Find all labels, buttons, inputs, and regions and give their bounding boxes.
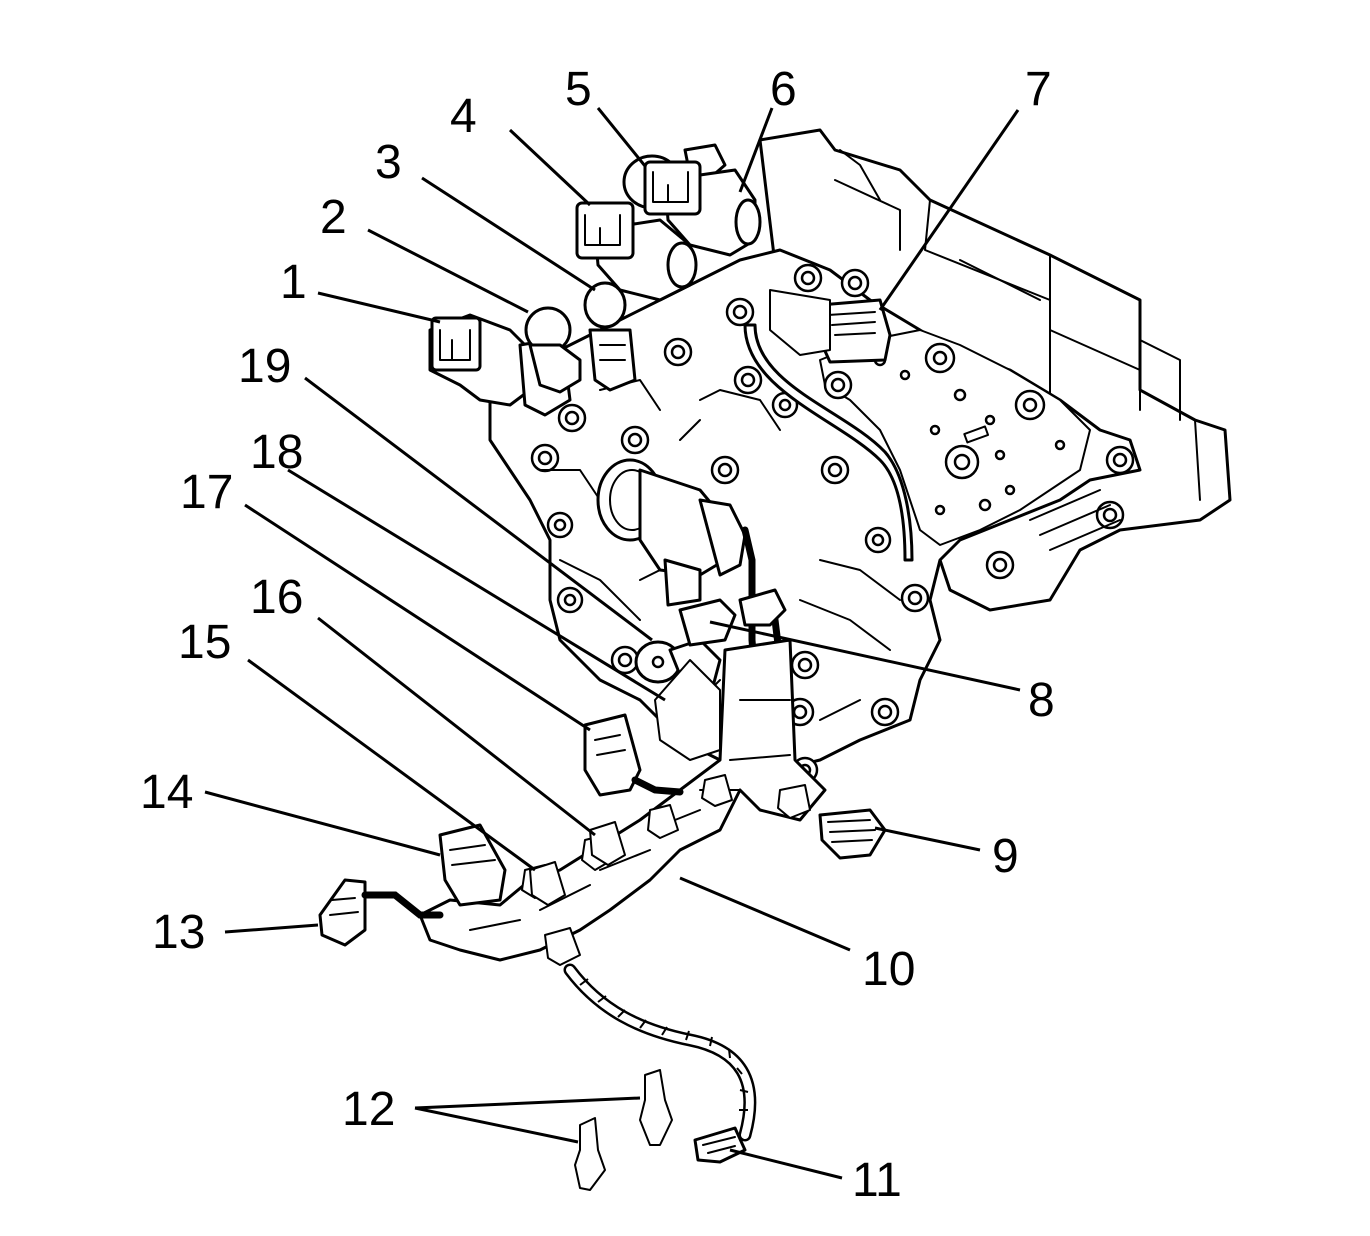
solenoid-3	[583, 281, 637, 392]
solenoid-6	[643, 160, 762, 257]
callout-18: 18	[250, 426, 303, 479]
connector-13	[318, 878, 444, 947]
callout-2: 2	[320, 191, 347, 244]
transmission-connector-19	[596, 458, 747, 607]
solenoid-2	[524, 306, 582, 394]
callout-5: 5	[565, 63, 592, 116]
callout-19: 19	[238, 340, 291, 393]
callout-10: 10	[862, 943, 915, 996]
callout-3: 3	[375, 136, 402, 189]
callout-7: 7	[1025, 63, 1052, 116]
callout-11: 11	[852, 1154, 902, 1207]
callout-8: 8	[1028, 674, 1055, 727]
valve-body-bolts	[530, 263, 1135, 784]
separator-plate-holes	[873, 353, 1066, 516]
separator-plate	[819, 329, 1091, 546]
leader-lines	[204, 107, 1021, 1180]
connector-9	[818, 808, 887, 860]
callout-15: 15	[178, 616, 231, 669]
connector-11	[693, 1126, 747, 1164]
twisted-wire-harness	[563, 963, 757, 1142]
callout-13: 13	[152, 906, 205, 959]
callout-6: 6	[770, 63, 797, 116]
connector-14	[438, 823, 507, 907]
callout-16: 16	[250, 571, 303, 624]
connector-16	[589, 821, 626, 866]
callout-9: 9	[992, 830, 1019, 883]
connector-15	[529, 861, 566, 906]
callout-12: 12	[342, 1083, 395, 1136]
connector-7	[769, 289, 892, 364]
callout-17: 17	[180, 466, 233, 519]
solenoid-4	[575, 201, 698, 302]
retainer-clips-12	[574, 1069, 673, 1191]
harness-tube	[743, 323, 914, 562]
connector-17	[583, 713, 684, 797]
callout-4: 4	[450, 90, 477, 143]
callout-1: 1	[280, 256, 307, 309]
callout-14: 14	[140, 766, 193, 819]
callout-labels: 1 2 3 4 5 6 7 8 9 10 11 12 13 14 15 16 1…	[140, 63, 1055, 1207]
